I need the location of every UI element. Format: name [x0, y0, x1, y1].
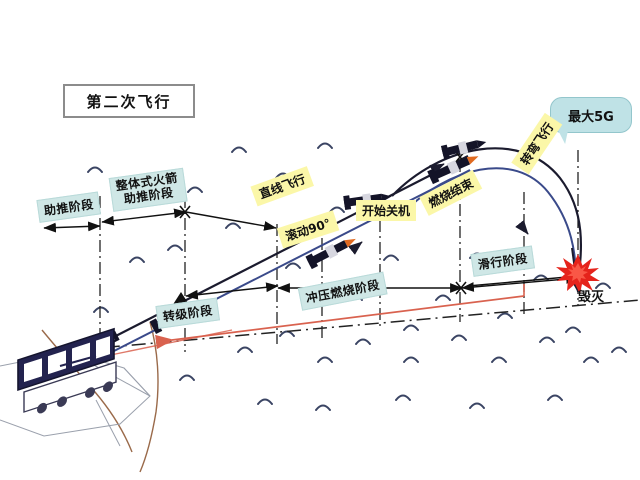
event-label-begin-shutdown: 开始关机 [356, 200, 417, 221]
trajectory-arc-lower [403, 167, 577, 281]
red-star-burst [556, 254, 600, 294]
trajectory-arc-upper [391, 147, 583, 283]
ground-baseline [53, 299, 640, 353]
missile-icon-stage3 [427, 156, 479, 185]
max-g-callout: 最大5G [550, 97, 632, 133]
page-title: 第二次飞行 [63, 84, 195, 118]
missile-icon-apex [440, 140, 487, 160]
missile-launcher-vehicle [17, 327, 117, 414]
red-launch-line [95, 329, 233, 359]
terminal-label-destruction: 毁灭 [578, 290, 605, 305]
trajectory-direction-ticks [347, 163, 529, 255]
missile-icon-stage2 [305, 238, 356, 270]
red-return-arrow [155, 295, 525, 350]
